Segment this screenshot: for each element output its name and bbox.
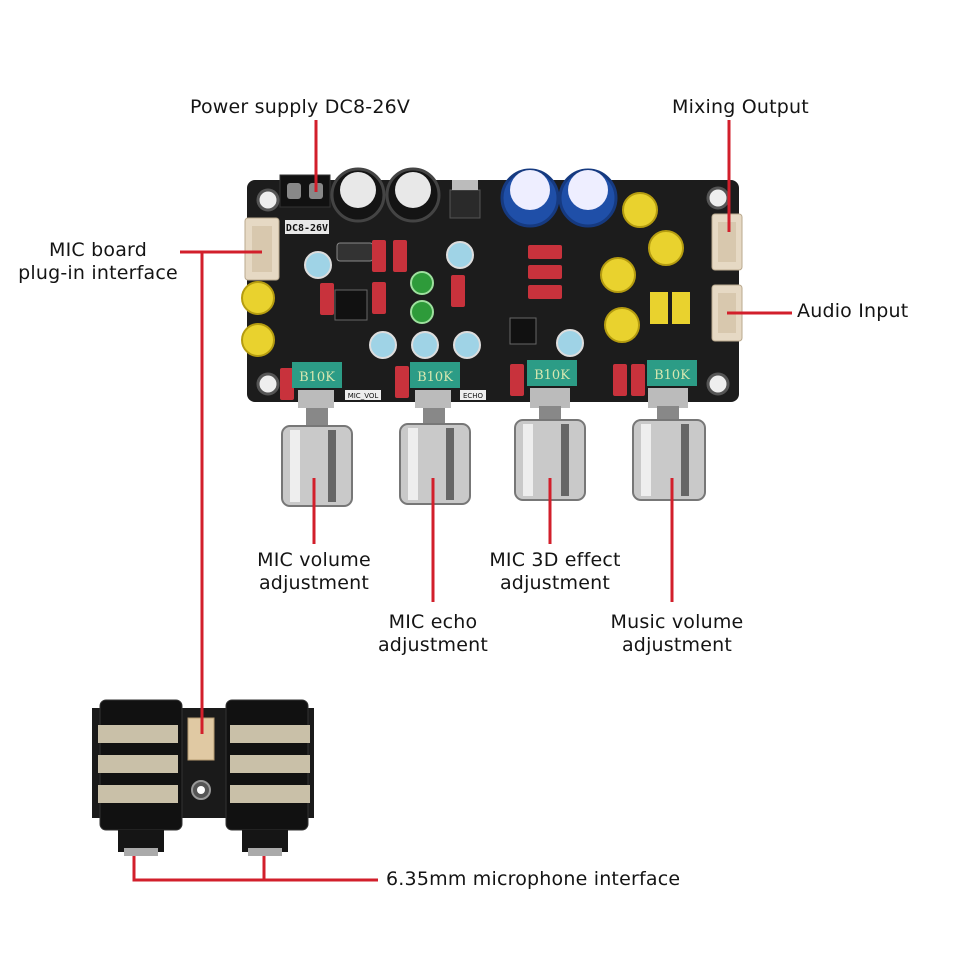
mounting-hole	[256, 372, 280, 396]
jack-left	[98, 699, 183, 856]
label-power-supply-text: Power supply DC8-26V	[190, 96, 411, 118]
mounting-hole	[706, 372, 730, 396]
label-mixing-output-text: Mixing Output	[672, 96, 809, 118]
label-mic-jack-text: 6.35mm microphone interface	[386, 868, 681, 890]
label-mic-echo-line2: adjustment	[377, 634, 489, 656]
film-capacitor-yellow	[672, 292, 690, 324]
pot-label-echo: ECHO	[463, 392, 484, 400]
label-mic-board-line2: plug-in interface	[18, 262, 178, 284]
label-mic-board: MIC board plug-in interface	[18, 239, 178, 285]
capacitor-top	[340, 172, 376, 208]
label-mic-volume: MIC volume adjustment	[214, 549, 414, 595]
regulator-tab	[452, 180, 478, 190]
voltage-regulator	[449, 189, 481, 219]
label-mixing-output: Mixing Output	[672, 96, 809, 119]
pot-value-2: B10K	[417, 370, 453, 385]
callout-line-mic-jack	[132, 856, 378, 882]
label-music-volume-line2: adjustment	[621, 634, 733, 656]
label-power-supply: Power supply DC8-26V	[190, 96, 410, 119]
silkscreen-label-bg	[460, 390, 486, 400]
smd-switch	[336, 242, 374, 262]
knob-mic-3d-effect	[514, 388, 586, 501]
knobs	[281, 388, 706, 507]
label-mic-volume-line2: adjustment	[258, 572, 370, 594]
pot-value-3: B10K	[534, 368, 570, 383]
label-mic-3d-line2: adjustment	[499, 572, 611, 594]
power-marking: DC8-26V	[286, 223, 328, 234]
op-amp-chip	[334, 289, 368, 321]
film-capacitor-yellow	[650, 292, 668, 324]
potentiometers	[292, 360, 697, 388]
label-mic-3d-line1: MIC 3D effect	[489, 549, 621, 571]
label-mic-echo: MIC echo adjustment	[333, 611, 533, 657]
mount-hole-center	[197, 786, 205, 794]
label-music-volume: Music volume adjustment	[572, 611, 782, 657]
mounting-hole	[256, 188, 280, 212]
label-audio-input: Audio Input	[797, 300, 908, 323]
echo-processor-chip	[509, 317, 537, 345]
knob-mic-echo	[399, 390, 471, 505]
tone-board: DC8-26V	[241, 167, 743, 402]
power-marking-box	[285, 220, 329, 234]
label-music-volume-line1: Music volume	[610, 611, 744, 633]
pot-value-4: B10K	[654, 368, 690, 383]
silkscreen-label-bg	[345, 390, 381, 400]
label-audio-input-text: Audio Input	[797, 300, 909, 322]
label-mic-3d-effect: MIC 3D effect adjustment	[450, 549, 660, 595]
electrolytic-capacitors-small	[304, 241, 584, 359]
knob-music-volume	[632, 388, 706, 501]
jack-right	[225, 699, 310, 856]
capacitor-top	[395, 172, 431, 208]
label-mic-volume-line1: MIC volume	[257, 549, 371, 571]
connector-socket	[252, 226, 272, 272]
label-mic-jack: 6.35mm microphone interface	[386, 868, 680, 891]
pot-value-1: B10K	[299, 370, 335, 385]
mic-jack-board	[92, 699, 314, 856]
capacitor-top	[510, 170, 550, 210]
label-mic-board-line1: MIC board	[49, 239, 147, 261]
callout-lines	[132, 120, 792, 882]
capacitor-top	[568, 170, 608, 210]
pot-label-mic-vol: MIC_VOL	[348, 392, 379, 400]
knob-mic-volume	[281, 390, 353, 507]
electrolytic-capacitors-yellow	[241, 192, 684, 357]
mounting-hole	[706, 186, 730, 210]
film-capacitors-red	[280, 240, 645, 400]
label-mic-echo-line1: MIC echo	[388, 611, 478, 633]
terminal-screw	[287, 183, 301, 199]
connector-socket	[718, 222, 736, 262]
